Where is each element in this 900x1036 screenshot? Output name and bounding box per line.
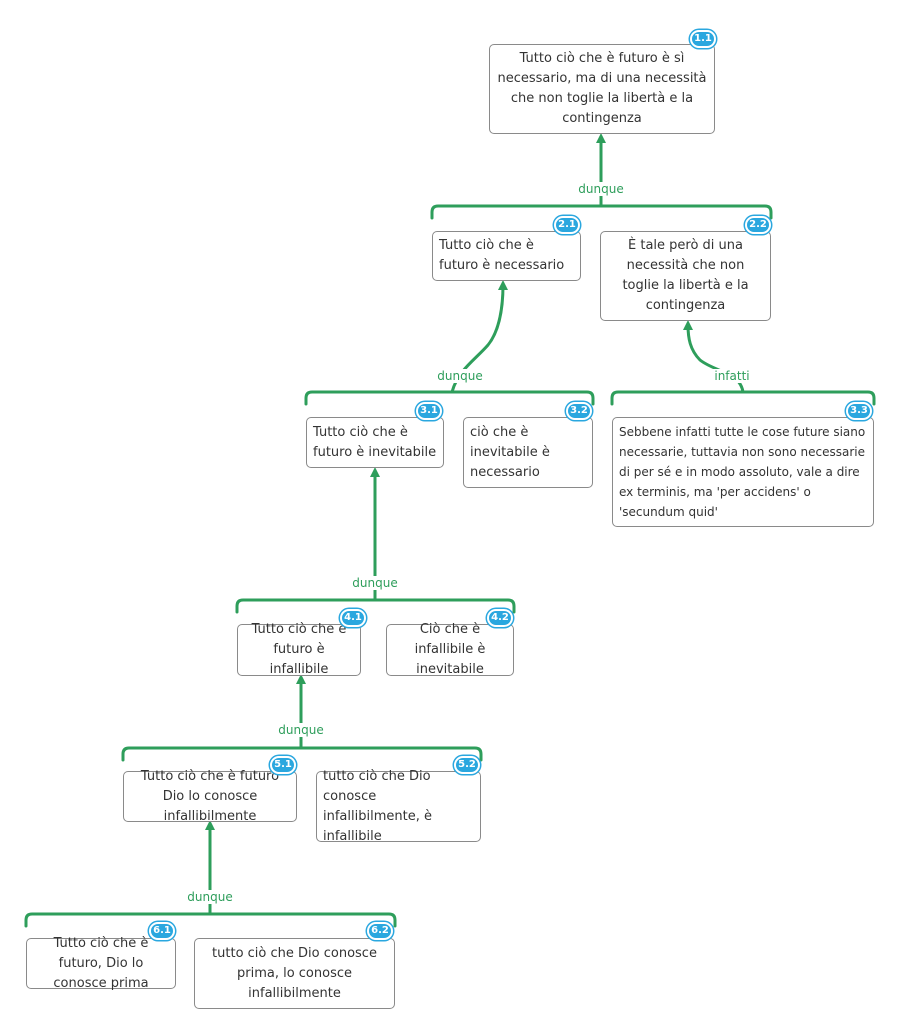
claim-id-badge: 2.2 [745, 216, 771, 234]
claim-node-1-1[interactable]: Tutto ciò che è futuro è sì necessario, … [489, 44, 715, 134]
claim-node-6-1[interactable]: Tutto ciò che è futuro, Dio lo conosce p… [26, 936, 176, 991]
claim-id-badge: 6.2 [367, 922, 393, 940]
claim-node-3-2[interactable]: ciò che è inevitabile è necessario [463, 417, 593, 488]
group-bracket-3a [304, 390, 595, 406]
relation-label-dunque: dunque [576, 182, 626, 196]
claim-text: Tutto ciò che è futuro Dio lo conosce in… [140, 768, 280, 824]
claim-node-4-1[interactable]: Tutto ciò che è futuro è infallibile [237, 622, 361, 677]
group-bracket-3b [610, 390, 876, 406]
claim-text: Tutto ciò che è futuro è infallibile [251, 622, 347, 677]
relation-label-infatti: infatti [712, 369, 752, 383]
claim-text: Tutto ciò che è futuro è sì necessario, … [497, 51, 707, 126]
claim-node-2-1[interactable]: Tutto ciò che è futuro è necessario [432, 231, 581, 281]
claim-id-badge: 3.2 [566, 402, 592, 420]
claim-text: ciò che è inevitabile è necessario [470, 424, 550, 480]
relation-label-dunque: dunque [435, 369, 485, 383]
claim-node-3-1[interactable]: Tutto ciò che è futuro è inevitabile [306, 417, 444, 468]
claim-id-badge: 4.2 [487, 609, 513, 627]
relation-label-dunque: dunque [276, 723, 326, 737]
claim-node-5-1[interactable]: Tutto ciò che è futuro Dio lo conosce in… [123, 769, 297, 824]
claim-text: tutto ciò che Dio conosce prima, lo cono… [212, 945, 377, 1001]
claim-id-badge: 1.1 [690, 30, 716, 48]
relation-label-dunque: dunque [350, 576, 400, 590]
claim-id-badge: 3.3 [846, 402, 872, 420]
claim-node-6-2[interactable]: tutto ciò che Dio conosce prima, lo cono… [194, 938, 395, 1009]
claim-text: Tutto ciò che è futuro, Dio lo conosce p… [53, 935, 149, 991]
group-bracket-5 [121, 746, 483, 762]
relation-label-dunque: dunque [185, 890, 235, 904]
claim-id-badge: 2.1 [554, 216, 580, 234]
claim-id-badge: 4.1 [340, 609, 366, 627]
claim-id-badge: 6.1 [149, 922, 175, 940]
claim-node-4-2[interactable]: Ciò che è infallibile è inevitabile [386, 622, 514, 677]
group-bracket-6 [24, 912, 397, 928]
claim-id-badge: 5.1 [270, 756, 296, 774]
claim-text: Ciò che è infallibile è inevitabile [414, 622, 486, 677]
claim-text: tutto ciò che Dio conosce infallibilment… [323, 768, 432, 844]
claim-text: Sebbene infatti tutte le cose future sia… [619, 425, 866, 519]
group-bracket-4 [235, 598, 516, 614]
claim-text: Tutto ciò che è futuro è necessario [439, 238, 565, 273]
group-bracket-2 [430, 204, 773, 220]
claim-id-badge: 3.1 [416, 402, 442, 420]
claim-node-5-2[interactable]: tutto ciò che Dio conosce infallibilment… [316, 769, 481, 844]
claim-text: Tutto ciò che è futuro è inevitabile [313, 424, 437, 460]
claim-text: È tale però di una necessità che non tog… [622, 238, 749, 313]
claim-node-2-2[interactable]: È tale però di una necessità che non tog… [600, 231, 771, 321]
claim-id-badge: 5.2 [454, 756, 480, 774]
claim-node-3-3[interactable]: Sebbene infatti tutte le cose future sia… [612, 417, 874, 527]
